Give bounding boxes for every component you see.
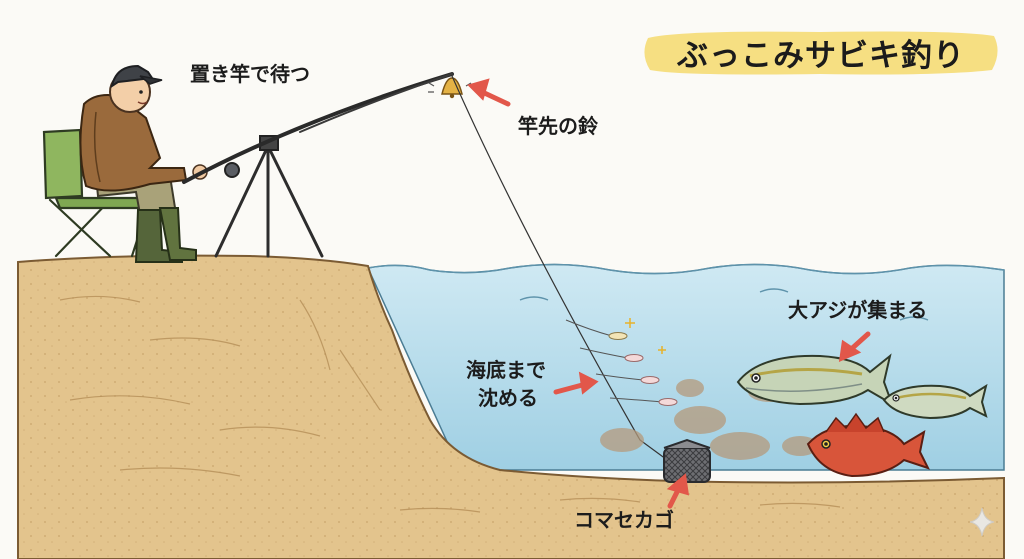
tripod-rod-holder (214, 135, 324, 258)
page-title: ぶっこみサビキ釣り (677, 37, 965, 74)
label-rod-tip-bell: 竿先の鈴 (518, 114, 598, 138)
angler (79, 64, 208, 263)
folding-chair (42, 128, 154, 258)
title-highlight (644, 31, 998, 75)
annotation-arrows (467, 78, 871, 509)
cliff-shading (59, 295, 841, 513)
sabiki-lures (565, 318, 678, 406)
feeder-basket-icon (663, 438, 711, 483)
label-angler: 置き竿で待つ (190, 62, 310, 86)
label-feeder: コマセカゴ (574, 508, 674, 532)
sand-cliff (17, 254, 1005, 559)
rod-tip-bell-icon (428, 77, 472, 99)
sea-water (366, 263, 1005, 471)
horse-mackerel-large (736, 353, 894, 407)
sparkle-icon (969, 507, 995, 537)
horse-mackerel-small (882, 383, 988, 420)
label-sink-line1: 海底まで (466, 358, 546, 382)
label-fish-gather: 大アジが集まる (788, 298, 928, 322)
fishing-line (451, 75, 671, 463)
rockfish (806, 412, 930, 478)
fishing-rod (182, 72, 454, 184)
wave-lines (367, 263, 1005, 321)
title-banner: ぶっこみサビキ釣り (640, 24, 1002, 80)
label-sink-line2: 沈める (478, 386, 538, 410)
